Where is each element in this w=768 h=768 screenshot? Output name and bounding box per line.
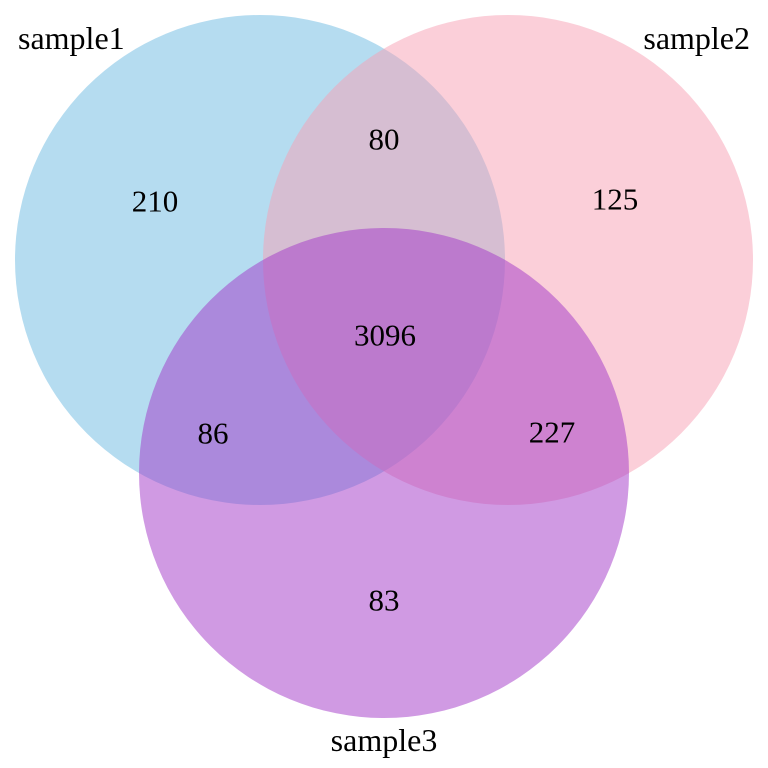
count-sample3-only: 83 bbox=[368, 582, 400, 618]
set-label-sample2: sample2 bbox=[643, 20, 750, 56]
count-sample1-only: 210 bbox=[131, 183, 179, 219]
count-sample2-sample3: 227 bbox=[528, 414, 576, 450]
set-label-sample1: sample1 bbox=[18, 20, 125, 56]
set-label-sample3: sample3 bbox=[330, 722, 438, 758]
count-sample1-sample2-sample3: 3096 bbox=[354, 317, 416, 353]
count-sample2-only: 125 bbox=[591, 181, 639, 217]
count-sample1-sample3: 86 bbox=[197, 415, 229, 451]
sample3-circle bbox=[139, 228, 629, 718]
count-sample1-sample2: 80 bbox=[368, 121, 400, 157]
